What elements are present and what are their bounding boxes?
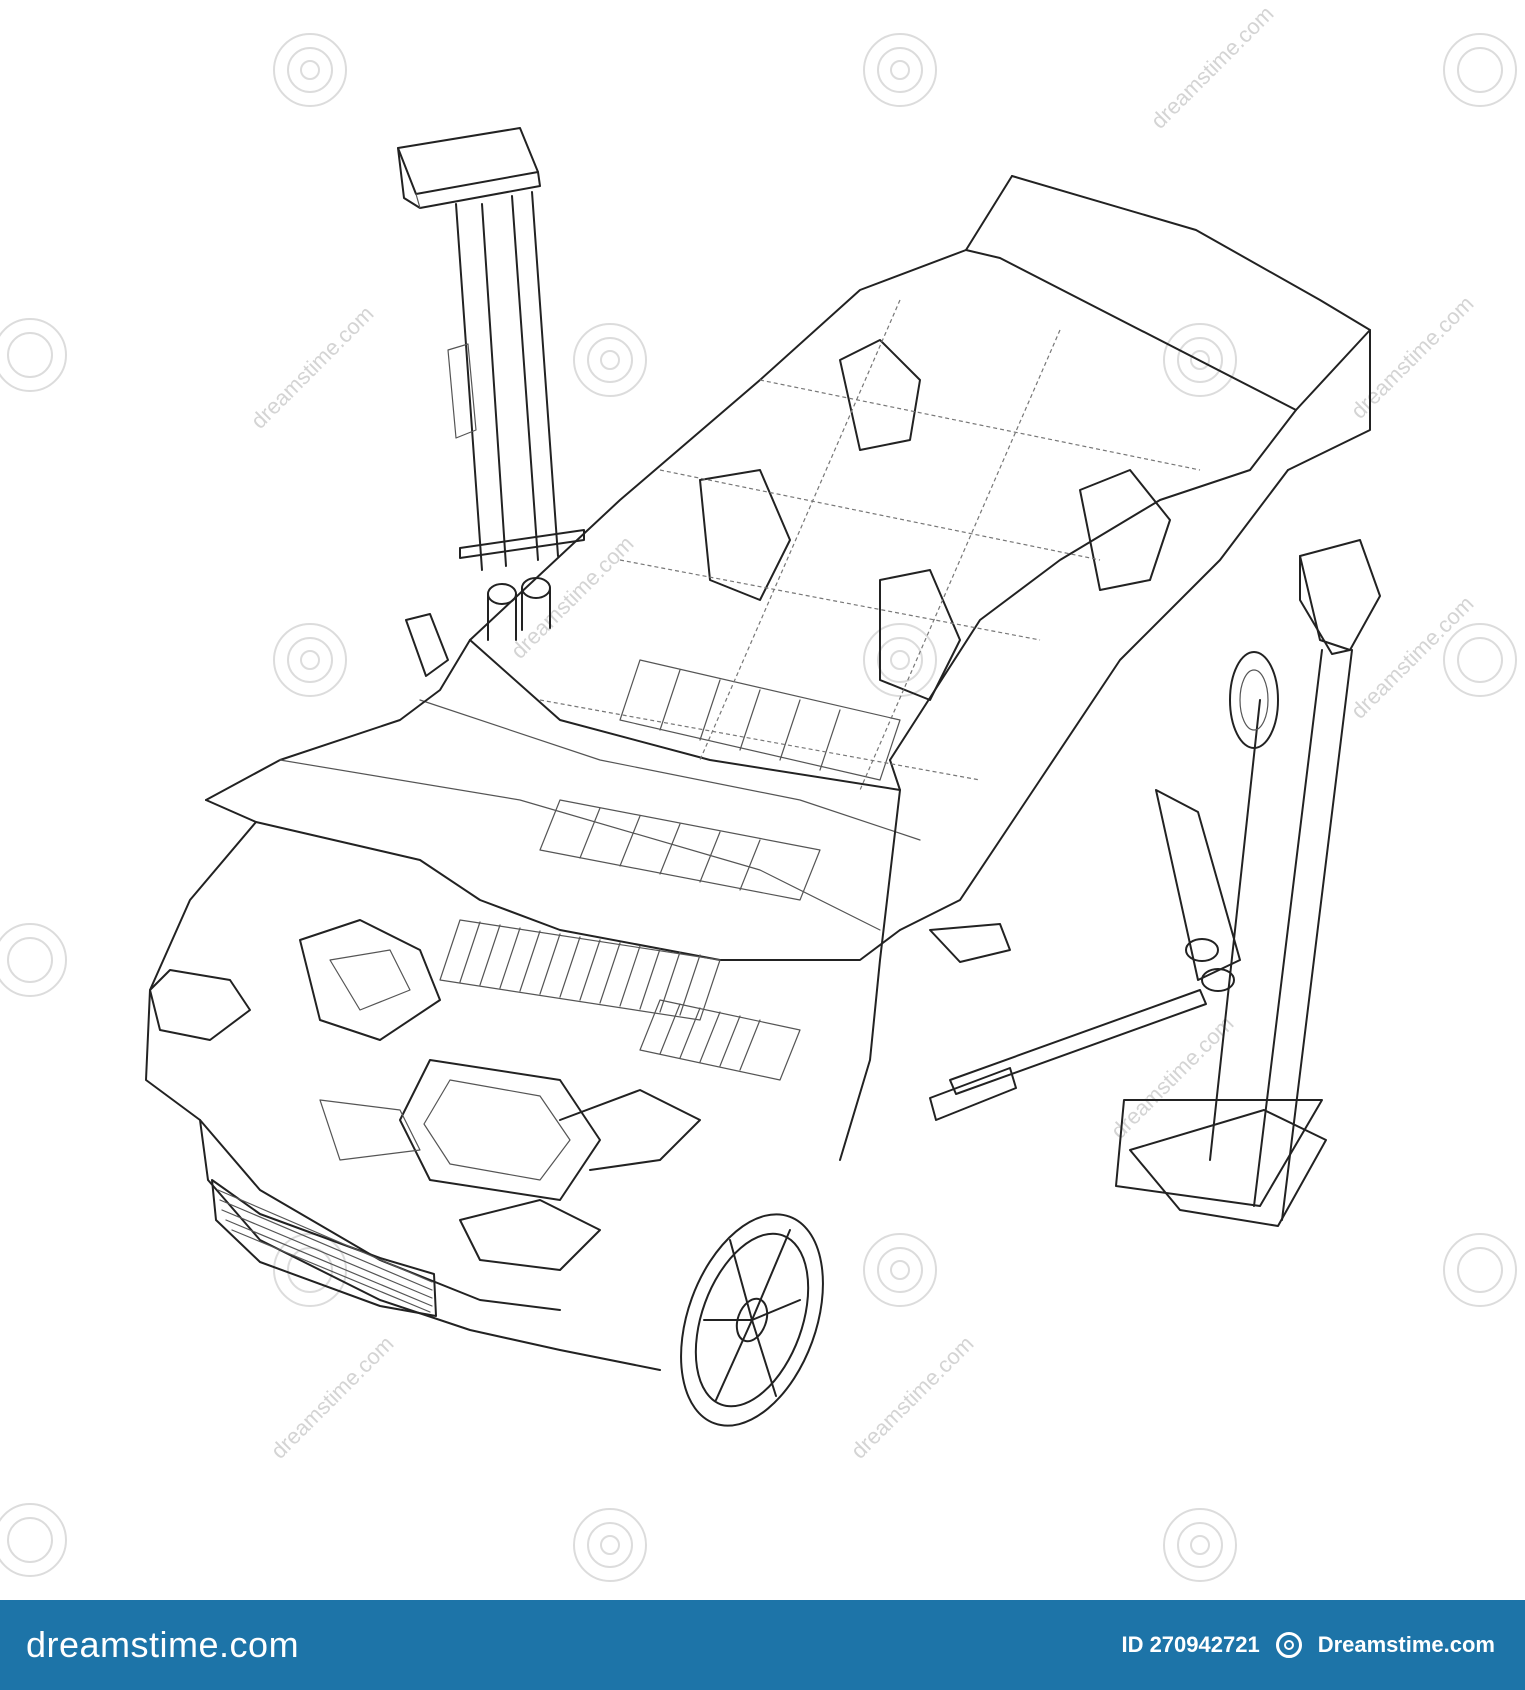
svg-text:dreamstime.com: dreamstime.com (1146, 1, 1279, 134)
svg-text:dreamstime.com: dreamstime.com (1346, 291, 1479, 424)
front-wheel (680, 1213, 824, 1427)
left-lift-post (397, 127, 585, 677)
right-lift-post (929, 539, 1381, 1227)
car-body (145, 175, 1371, 1371)
watermark-text: dreamstime.com dreamstime.com dreamstime… (246, 1, 1479, 1464)
footer-right: ID 270942721 Dreamstime.com (1121, 1632, 1495, 1658)
footer-brand[interactable]: Dreamstime.com (1317, 1632, 1495, 1657)
image-id: ID 270942721 (1121, 1632, 1260, 1657)
car-lift-illustration: dreamstime.com dreamstime.com dreamstime… (0, 1, 1517, 1582)
stock-photo-footer: dreamstime.com ID 270942721 Dreamstime.c… (0, 1600, 1525, 1690)
footer-logo[interactable]: dreamstime.com (26, 1624, 300, 1665)
svg-text:dreamstime.com: dreamstime.com (246, 301, 379, 434)
svg-text:dreamstime.com: dreamstime.com (266, 1331, 399, 1464)
svg-text:dreamstime.com: dreamstime.com (846, 1331, 979, 1464)
dreamstime-logo-icon (1275, 1632, 1302, 1658)
watermark-swirls: dreamstime.com dreamstime.com dreamstime… (0, 1, 1517, 1582)
svg-text:dreamstime.com: dreamstime.com (506, 531, 639, 664)
battery-pack (439, 659, 901, 1081)
